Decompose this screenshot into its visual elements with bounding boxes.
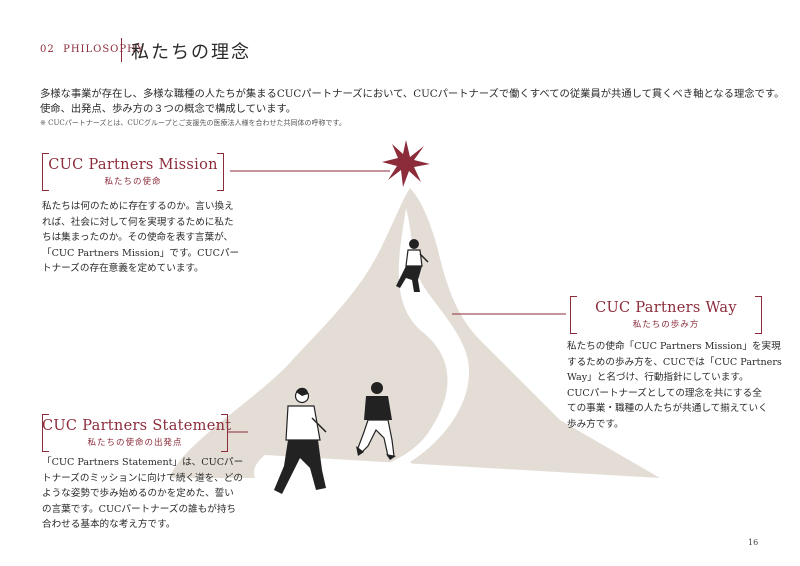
way-title: CUC Partners Way [595, 300, 737, 316]
way-line: Way」と名づけ、行動指針にしています。 [567, 372, 749, 384]
statement-line: トナーズのミッションに向けて続く道を、どの [42, 472, 243, 484]
statement-title: CUC Partners Statement [42, 418, 232, 434]
way-heading: CUC Partners Way 私たちの歩み方 [570, 296, 762, 334]
mission-line: 私たちは何のために存在するのか。言い換え [42, 201, 234, 212]
star-icon [382, 140, 430, 187]
header-divider [121, 38, 122, 62]
page-title: 私たちの理念 [131, 42, 251, 63]
mission-line: ちは集まったのか。その使命を表す言葉が、 [42, 232, 234, 244]
bracket-left [570, 296, 577, 334]
statement-line: の言葉です。CUCパートナーズの誰もが持ち [42, 503, 237, 515]
statement-line: 合わせる基本的な考え方です。 [42, 519, 176, 531]
bracket-left [42, 153, 49, 191]
section-number: 02 PHILOSOPHY [40, 44, 145, 55]
mission-heading: CUC Partners Mission 私たちの使命 [42, 153, 224, 191]
bracket-right [755, 296, 762, 334]
statement-subtitle: 私たちの使命の出発点 [87, 438, 183, 448]
mission-body: 私たちは何のために存在するのか。言い換え れば、社会に対して何を実現するために私… [42, 199, 242, 277]
mission-line: れば、社会に対して何を実現するために私た [42, 216, 234, 228]
way-line: 私たちの使命「CUC Partners Mission」を実現 [567, 341, 781, 352]
mission-line: トナーズの存在意義を定めています。 [42, 263, 204, 275]
statement-line: ような姿勢で歩み始めるのかを定めた、誓い [42, 488, 234, 500]
intro-note: ※ CUCパートナーズとは、CUCグループとご支援先の医療法人様を合わせた共同体… [40, 119, 346, 127]
walker-figure-front [274, 387, 327, 494]
mountain-shape [170, 188, 660, 478]
bracket-left [42, 414, 49, 452]
way-body: 私たちの使命「CUC Partners Mission」を実現 するための歩み方… [567, 339, 782, 433]
climber-figure-top [396, 239, 429, 292]
way-line: ての事業・職種の人たちが共通して揃えていく [567, 403, 768, 415]
way-line: CUCパートナーズとしての理念を共にする全 [567, 387, 762, 399]
intro-line-1: 多様な事業が存在し、多様な職種の人たちが集まるCUCパートナーズにおいて、CUC… [40, 88, 785, 100]
way-line: するための歩み方を、CUCでは「CUC Partners [567, 356, 782, 368]
page-number: 16 [748, 538, 759, 547]
walker-figure-right [356, 382, 396, 460]
mission-subtitle: 私たちの使命 [104, 177, 162, 187]
statement-line: 「CUC Partners Statement」は、CUCパー [42, 457, 244, 468]
mission-line: 「CUC Partners Mission」です。CUCパー [42, 247, 240, 259]
way-subtitle: 私たちの歩み方 [632, 320, 700, 330]
statement-heading: CUC Partners Statement 私たちの使命の出発点 [42, 414, 232, 452]
bracket-right [217, 153, 224, 191]
statement-body: 「CUC Partners Statement」は、CUCパー トナーズのミッシ… [42, 455, 252, 533]
mission-title: CUC Partners Mission [48, 157, 218, 173]
bracket-right [221, 414, 228, 452]
way-line: 歩み方です。 [567, 418, 624, 430]
intro-line-2: 使命、出発点、歩み方の３つの概念で構成しています。 [40, 103, 297, 115]
